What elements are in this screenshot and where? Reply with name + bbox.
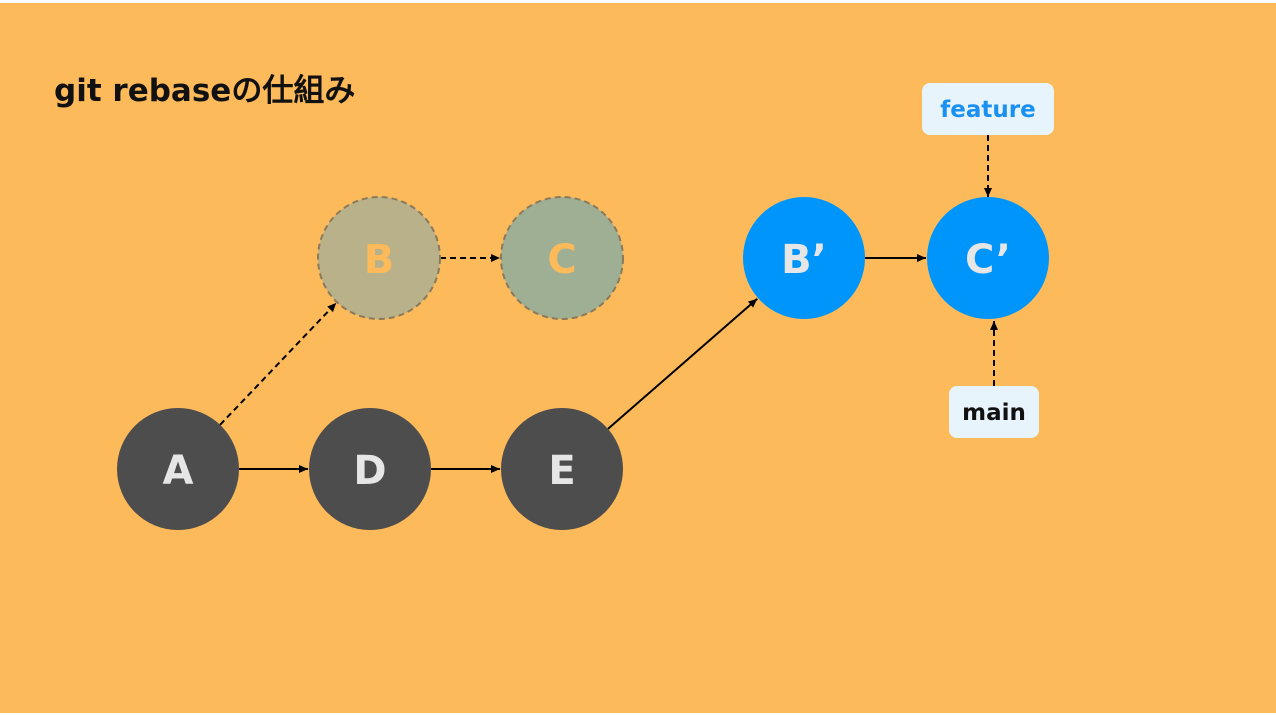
commit-label: B’ <box>781 237 827 283</box>
commit-label: A <box>163 448 194 494</box>
commit-circle <box>500 196 624 320</box>
edge-a-b <box>219 302 337 426</box>
commit-circle <box>309 408 431 530</box>
commit-label: E <box>548 448 575 494</box>
ref-label-text: main <box>962 400 1026 426</box>
commit-circle <box>743 197 865 319</box>
commit-graph: A D E B C B’ C’ feature main <box>117 83 1054 530</box>
ref-label-text: feature <box>940 97 1035 123</box>
commit-label: D <box>353 448 386 494</box>
ref-label-box <box>949 386 1039 438</box>
commit-circle <box>501 408 623 530</box>
commit-node-a: A <box>117 408 239 530</box>
commit-label: C’ <box>965 237 1011 283</box>
commit-node-e: E <box>501 408 623 530</box>
ref-label-box <box>922 83 1054 135</box>
commit-node-d: D <box>309 408 431 530</box>
branch-ref-main: main <box>949 321 1039 438</box>
diagram-title: git rebaseの仕組み <box>54 73 356 109</box>
branch-ref-feature: feature <box>922 83 1054 197</box>
commit-node-b2: B’ <box>743 197 865 319</box>
nodes: A D E B C B’ C’ <box>117 196 1049 530</box>
commit-node-c: C <box>500 196 624 320</box>
commit-node-b: B <box>317 196 441 320</box>
commit-node-c2: C’ <box>927 197 1049 319</box>
diagram-canvas: git rebaseの仕組み A D E B C B’ C’ feature main <box>0 3 1276 713</box>
commit-circle <box>317 196 441 320</box>
edges <box>219 254 926 473</box>
commit-circle <box>927 197 1049 319</box>
commit-label: B <box>364 237 395 283</box>
commit-circle <box>117 408 239 530</box>
edge-e-b2 <box>607 297 758 430</box>
commit-label: C <box>547 237 576 283</box>
refs: feature main <box>922 83 1054 438</box>
